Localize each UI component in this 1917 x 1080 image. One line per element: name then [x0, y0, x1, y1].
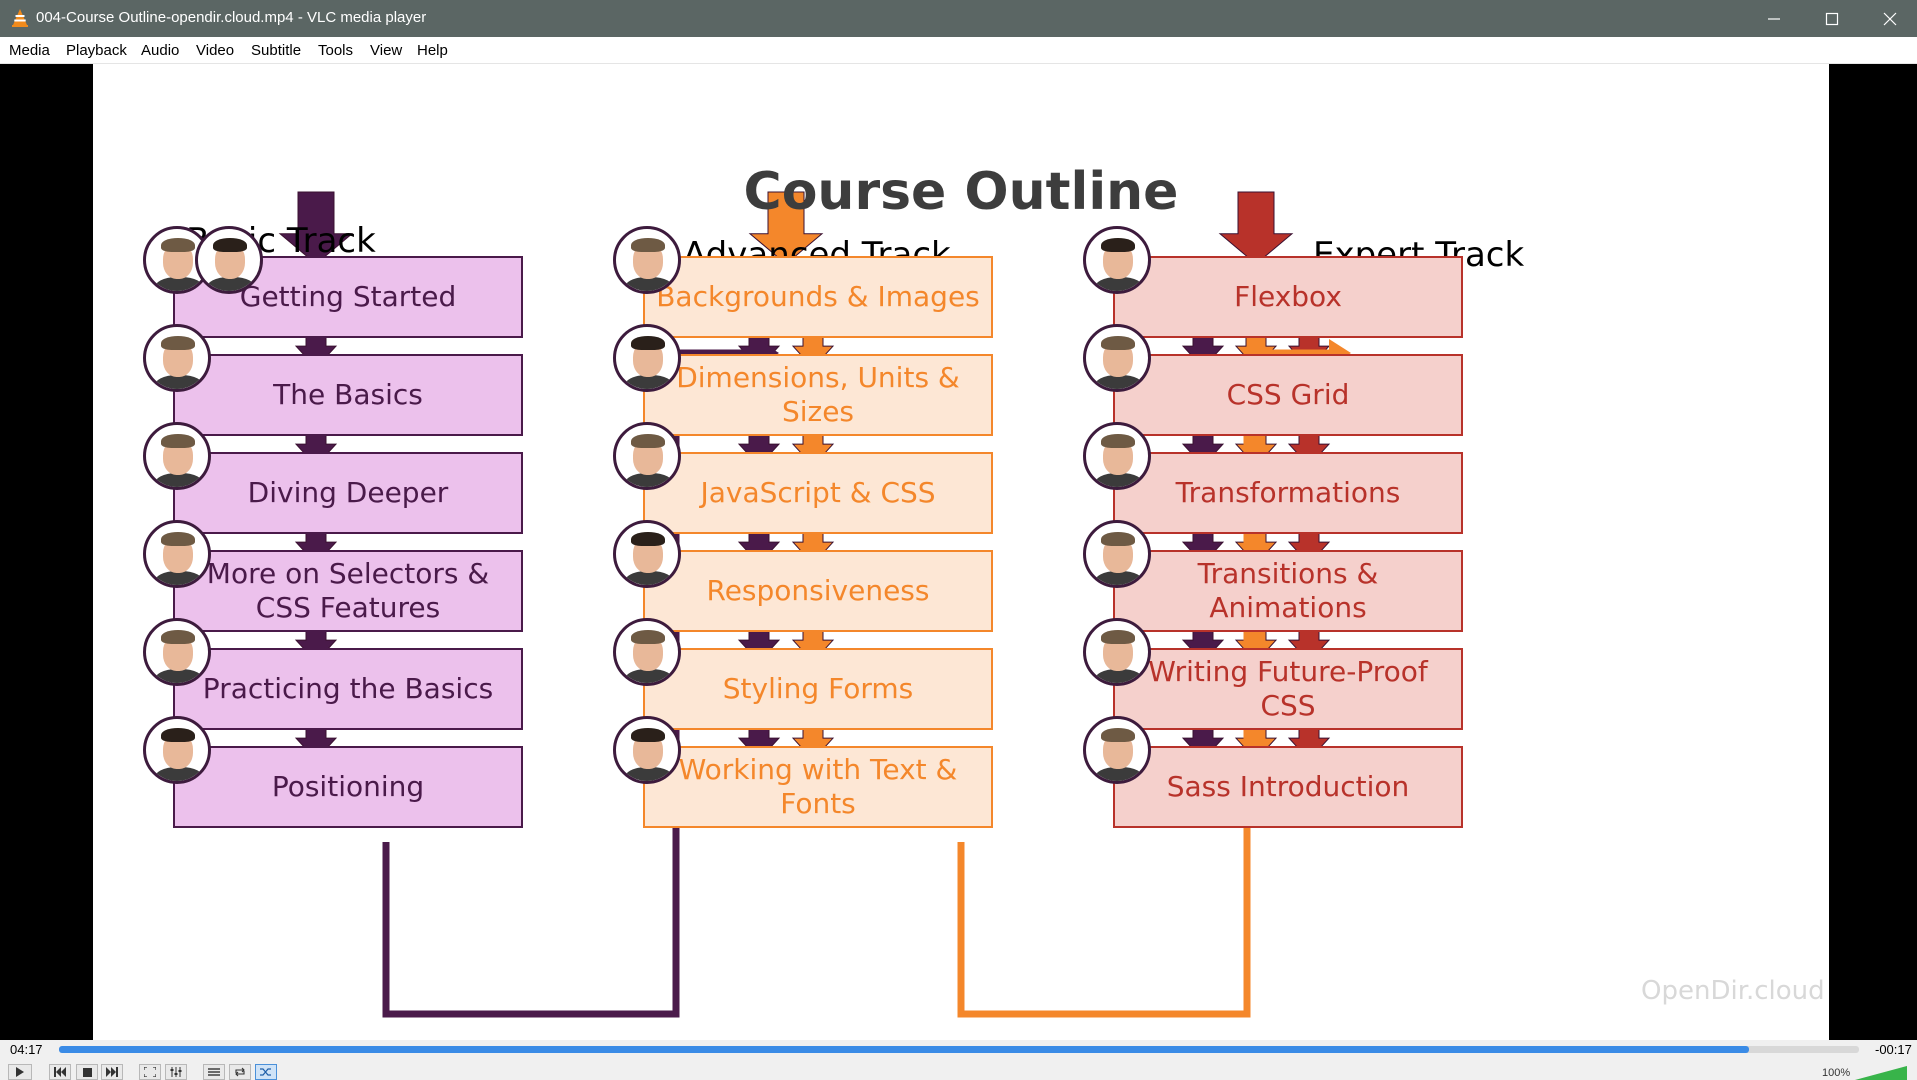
connector-basic-to-advanced [382, 349, 769, 1018]
lecture-box-basic: The Basics [173, 354, 523, 436]
connector-advanced-to-expert [957, 349, 1341, 1018]
instructor-avatar [143, 716, 211, 784]
maximize-icon [1825, 12, 1839, 25]
menu-audio[interactable]: Audio [141, 42, 180, 59]
fullscreen-icon [144, 1067, 156, 1077]
seek-slider[interactable] [59, 1046, 1859, 1053]
stop-icon [82, 1067, 92, 1077]
instructor-avatar [143, 520, 211, 588]
maximize-button[interactable] [1803, 0, 1861, 37]
window-title: 004-Course Outline-opendir.cloud.mp4 - V… [36, 9, 427, 26]
minimize-icon [1768, 17, 1780, 20]
title-bar: 004-Course Outline-opendir.cloud.mp4 - V… [0, 0, 1917, 37]
volume-level: 100% [1822, 1067, 1851, 1079]
lecture-box-basic: Getting Started [173, 256, 523, 338]
playlist-icon [208, 1068, 220, 1076]
elapsed-time: 04:17 [10, 1042, 43, 1057]
instructor-avatar [143, 422, 211, 490]
fullscreen-button[interactable] [139, 1064, 161, 1080]
next-button[interactable] [101, 1064, 123, 1080]
previous-button[interactable] [49, 1064, 71, 1080]
instructor-avatar [1083, 324, 1151, 392]
instructor-avatar [613, 226, 681, 294]
instructor-avatar [613, 716, 681, 784]
instructor-avatar [1083, 520, 1151, 588]
previous-icon [54, 1067, 66, 1077]
instructor-avatar [195, 226, 263, 294]
menu-subtitle[interactable]: Subtitle [251, 42, 302, 59]
loop-icon [235, 1067, 245, 1077]
playlist-button[interactable] [203, 1064, 225, 1080]
lecture-box-basic: Practicing the Basics [173, 648, 523, 730]
instructor-avatar [143, 324, 211, 392]
entry-arrow-advanced [748, 191, 824, 265]
instructor-avatar [1083, 618, 1151, 686]
menu-tools[interactable]: Tools [318, 42, 354, 59]
entry-arrow-basic [278, 191, 354, 265]
instructor-avatar [613, 324, 681, 392]
shuffle-icon [260, 1068, 271, 1076]
minimize-button[interactable] [1745, 0, 1803, 37]
slide: Course Outline Basic Track Advanced Trac… [93, 64, 1829, 1040]
loop-button[interactable] [229, 1064, 251, 1080]
stop-button[interactable] [76, 1064, 98, 1080]
lecture-box-advanced: Working with Text & Fonts [643, 746, 993, 828]
menu-playback[interactable]: Playback [66, 42, 127, 59]
playback-controls: 04:17 -00:17 100% [0, 1040, 1917, 1080]
instructor-avatar [1083, 422, 1151, 490]
lecture-box-advanced: JavaScript & CSS [643, 452, 993, 534]
instructor-avatar [143, 618, 211, 686]
close-icon [1883, 12, 1897, 25]
menu-media[interactable]: Media [9, 42, 50, 59]
shuffle-button[interactable] [255, 1064, 277, 1080]
volume-slider[interactable] [1855, 1066, 1907, 1080]
remaining-time: -00:17 [1875, 1042, 1912, 1057]
close-button[interactable] [1861, 0, 1917, 37]
lecture-box-expert: Writing Future-Proof CSS [1113, 648, 1463, 730]
lecture-box-basic: Positioning [173, 746, 523, 828]
menu-video[interactable]: Video [196, 42, 235, 59]
menu-bar: Media Playback Audio Video Subtitle Tool… [0, 37, 1917, 64]
lecture-box-basic: Diving Deeper [173, 452, 523, 534]
menu-view[interactable]: View [370, 42, 403, 59]
lecture-box-advanced: Responsiveness [643, 550, 993, 632]
instructor-avatar [1083, 716, 1151, 784]
lecture-box-expert: CSS Grid [1113, 354, 1463, 436]
next-icon [106, 1067, 118, 1077]
extended-settings-button[interactable] [165, 1064, 187, 1080]
lecture-box-expert: Transformations [1113, 452, 1463, 534]
watermark: OpenDir.cloud [1641, 976, 1825, 1006]
instructor-avatar [613, 618, 681, 686]
lecture-box-advanced: Styling Forms [643, 648, 993, 730]
lecture-box-expert: Flexbox [1113, 256, 1463, 338]
entry-arrow-expert [1218, 191, 1294, 265]
vlc-cone-icon [12, 9, 28, 27]
lecture-box-basic: More on Selectors & CSS Features [173, 550, 523, 632]
instructor-avatar [1083, 226, 1151, 294]
slide-title: Course Outline [743, 162, 1179, 222]
lecture-box-advanced: Dimensions, Units & Sizes [643, 354, 993, 436]
play-button[interactable] [8, 1064, 32, 1080]
video-area[interactable]: Course Outline Basic Track Advanced Trac… [0, 64, 1917, 1040]
instructor-avatar [613, 520, 681, 588]
equalizer-icon [170, 1067, 182, 1077]
seek-progress [59, 1046, 1750, 1053]
lecture-box-expert: Transitions & Animations [1113, 550, 1463, 632]
lecture-box-advanced: Backgrounds & Images [643, 256, 993, 338]
menu-help[interactable]: Help [417, 42, 448, 59]
play-icon [16, 1067, 24, 1077]
lecture-box-expert: Sass Introduction [1113, 746, 1463, 828]
instructor-avatar [613, 422, 681, 490]
